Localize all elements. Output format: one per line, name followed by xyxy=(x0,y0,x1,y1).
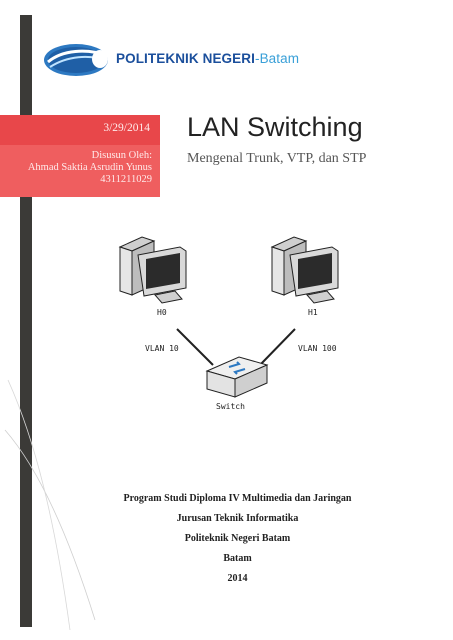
network-diagram: H0 H1 VLAN 10 VLAN 100 Switch xyxy=(118,236,339,411)
decorative-curves xyxy=(4,379,96,631)
pc-icon xyxy=(118,236,187,304)
footer-department: Jurusan Teknik Informatika xyxy=(176,513,299,524)
footer-city: Batam xyxy=(223,553,252,564)
author-name: Ahmad Saktia Asrudin Yunus xyxy=(27,162,152,173)
footer-institution: Politeknik Negeri Batam xyxy=(184,533,291,544)
logo-text-main: POLITEKNIK NEGERI xyxy=(116,51,255,66)
cover-date: 3/29/2014 xyxy=(103,122,150,134)
institution-logo: POLITEKNIK NEGERI-Batam xyxy=(42,42,302,78)
switch-icon xyxy=(205,356,269,398)
logo-text-sub: -Batam xyxy=(254,51,300,66)
author-label: Disusun Oleh: xyxy=(91,150,152,161)
author-block: Disusun Oleh: Ahmad Saktia Asrudin Yunus… xyxy=(28,150,152,186)
author-band: Disusun Oleh: Ahmad Saktia Asrudin Yunus… xyxy=(0,145,160,197)
footer-block: Program Studi Diploma IV Multimedia dan … xyxy=(110,491,365,591)
link-right xyxy=(259,328,296,366)
vlan-right-label: VLAN 100 xyxy=(298,344,337,353)
date-band: 3/29/2014 xyxy=(0,115,160,145)
footer-year: 2014 xyxy=(227,573,248,584)
host-left-label: H0 xyxy=(157,308,167,317)
vlan-left-label: VLAN 10 xyxy=(145,344,179,353)
footer-program: Program Studi Diploma IV Multimedia dan … xyxy=(123,493,352,504)
politeknik-swoosh-icon xyxy=(44,44,109,76)
host-right-label: H1 xyxy=(308,308,318,317)
document-subtitle: Mengenal Trunk, VTP, dan STP xyxy=(187,151,367,166)
author-id: 4311211029 xyxy=(100,174,152,185)
pc-icon xyxy=(270,236,339,304)
document-title: LAN Switching xyxy=(187,112,363,142)
logo-text: POLITEKNIK NEGERI-Batam xyxy=(116,51,299,66)
switch-label: Switch xyxy=(216,402,245,411)
link-left xyxy=(176,328,214,366)
